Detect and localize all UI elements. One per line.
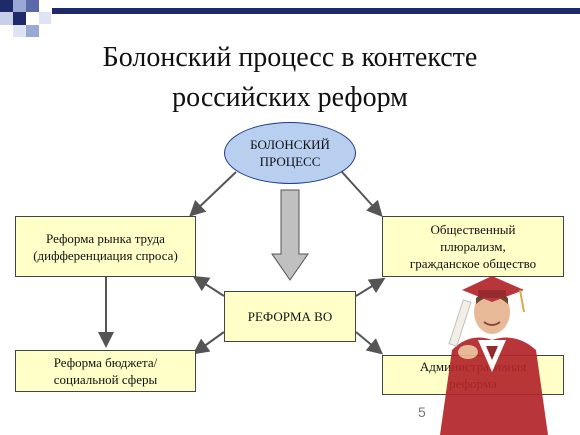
social-pluralism-box: Общественный плюрализм, гражданское обще… [382,216,564,277]
higher-education-reform-box: РЕФОРМА ВО [224,291,356,342]
title-line-1: Болонский процесс в контексте [102,42,478,73]
arrow-oval-to-labor [189,171,237,217]
arrow-reform-to-admin [355,331,384,355]
budget-reform-box: Реформа бюджета/ социальной сферы [15,350,196,392]
arrow-reform-to-labor [192,275,225,297]
pluralism-box-line-3: гражданское общество [409,256,537,271]
budget-box-line-2: социальной сферы [53,372,158,387]
oval-label-line-1: БОЛОНСКИЙ [250,137,330,152]
reform-box-label: РЕФОРМА ВО [247,309,333,324]
labor-box-line-2: (дифференциация спроса) [33,247,178,263]
title-line-2: российских реформ [172,82,408,113]
top-decorative-bar [52,8,580,14]
arrow-oval-to-reform [271,189,309,281]
budget-box-line-1: Реформа бюджета/ [53,355,158,370]
arrow-reform-to-pluralism [355,277,386,297]
arrow-oval-to-pluralism [341,171,383,217]
labor-market-reform-box: Реформа рынка труда (дифференциация спро… [15,216,196,277]
labor-box-line-1: Реформа рынка труда [46,230,165,246]
slide-title: Болонский процесс в контексте российских… [0,38,580,118]
page-number: 5 [418,404,426,420]
arrow-reform-to-budget [192,331,225,355]
pluralism-box-line-1: Общественный [430,222,516,237]
pluralism-box-line-2: плюрализм, [440,239,506,254]
bologna-process-oval: БОЛОНСКИЙ ПРОЦЕСС [224,122,356,184]
oval-label-line-2: ПРОЦЕСС [259,154,321,169]
